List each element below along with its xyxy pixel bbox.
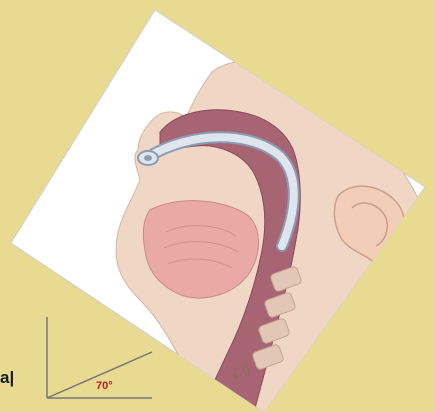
stray-text: a| xyxy=(0,368,15,388)
angle-label: 70° xyxy=(96,380,113,392)
